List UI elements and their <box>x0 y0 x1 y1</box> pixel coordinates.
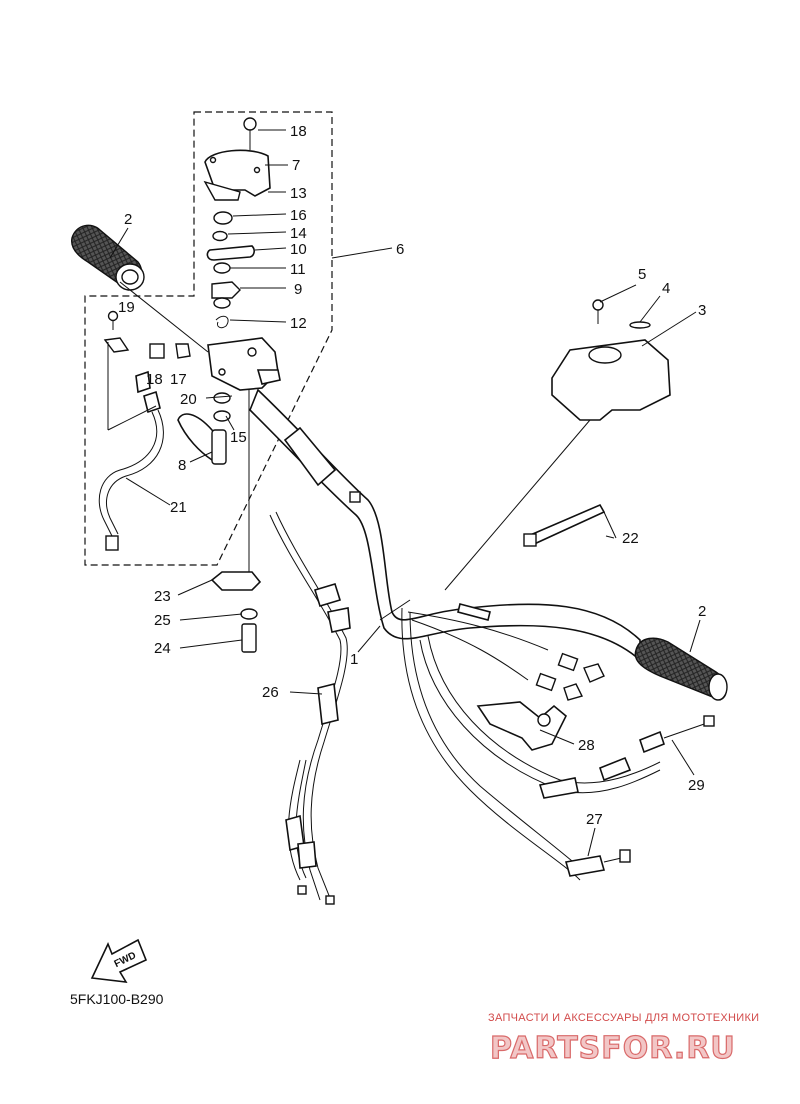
callout-6: 6 <box>396 241 404 258</box>
forward-direction-arrow: FWD <box>90 938 148 983</box>
callout-4: 4 <box>662 280 670 297</box>
callout-18-top: 18 <box>290 123 307 140</box>
callout-7: 7 <box>292 157 300 174</box>
callout-12: 12 <box>290 315 307 332</box>
callout-29: 29 <box>688 777 705 794</box>
callout-3: 3 <box>698 302 706 319</box>
callout-25: 25 <box>154 612 171 629</box>
callout-11: 11 <box>290 261 306 278</box>
callout-labels: 18 7 13 16 14 10 11 9 12 6 2 19 18 17 20… <box>118 123 706 828</box>
throttle-lever-parts <box>177 392 231 465</box>
callout-27: 27 <box>586 811 603 828</box>
clamp-and-bolts <box>210 390 262 653</box>
callout-9: 9 <box>294 281 302 298</box>
cable-tie <box>523 503 606 547</box>
callout-17: 17 <box>170 371 187 388</box>
throttle-cover <box>203 117 271 201</box>
site-watermark: ЗАПЧАСТИ И АКСЕССУАРЫ ДЛЯ МОТОТЕХНИКИ PA… <box>488 1012 759 1067</box>
watermark-brand: PARTSFOR.RU <box>490 1031 736 1066</box>
throttle-cables-26 <box>269 511 351 905</box>
callout-22: 22 <box>622 530 639 547</box>
switch-housing <box>444 299 671 591</box>
watermark-tagline: ЗАПЧАСТИ И АКСЕССУАРЫ ДЛЯ МОТОТЕХНИКИ <box>488 1012 759 1024</box>
callout-23: 23 <box>154 588 171 605</box>
callout-leaders <box>109 129 701 857</box>
throttle-cable-21 <box>98 342 164 551</box>
callout-18-left: 18 <box>146 371 163 388</box>
left-side-small-parts <box>103 310 191 414</box>
callout-2-left: 2 <box>124 211 132 228</box>
left-grip <box>71 224 145 291</box>
callout-5: 5 <box>638 266 646 283</box>
callout-26: 26 <box>262 684 279 701</box>
callout-2-right: 2 <box>698 603 706 620</box>
right-grip <box>634 637 728 701</box>
diagram-code: 5FKJ100-B290 <box>70 991 164 1007</box>
callout-1: 1 <box>350 651 358 668</box>
brake-switch <box>476 701 567 751</box>
callout-leader-6 <box>331 247 393 259</box>
callout-20: 20 <box>180 391 197 408</box>
brake-and-clutch-cables <box>401 603 715 881</box>
callout-19: 19 <box>118 299 135 316</box>
callout-10: 10 <box>290 241 307 258</box>
callout-28: 28 <box>578 737 595 754</box>
callout-21: 21 <box>170 499 187 516</box>
callout-14: 14 <box>290 225 307 242</box>
callout-13: 13 <box>290 185 307 202</box>
callout-8: 8 <box>178 457 186 474</box>
callout-24: 24 <box>154 640 171 657</box>
throttle-small-parts <box>206 211 255 329</box>
callout-15: 15 <box>230 429 247 446</box>
throttle-assembly-boundary <box>84 111 333 566</box>
throttle-housing <box>207 337 281 391</box>
lever-bolts <box>535 652 605 701</box>
callout-16: 16 <box>290 207 307 224</box>
